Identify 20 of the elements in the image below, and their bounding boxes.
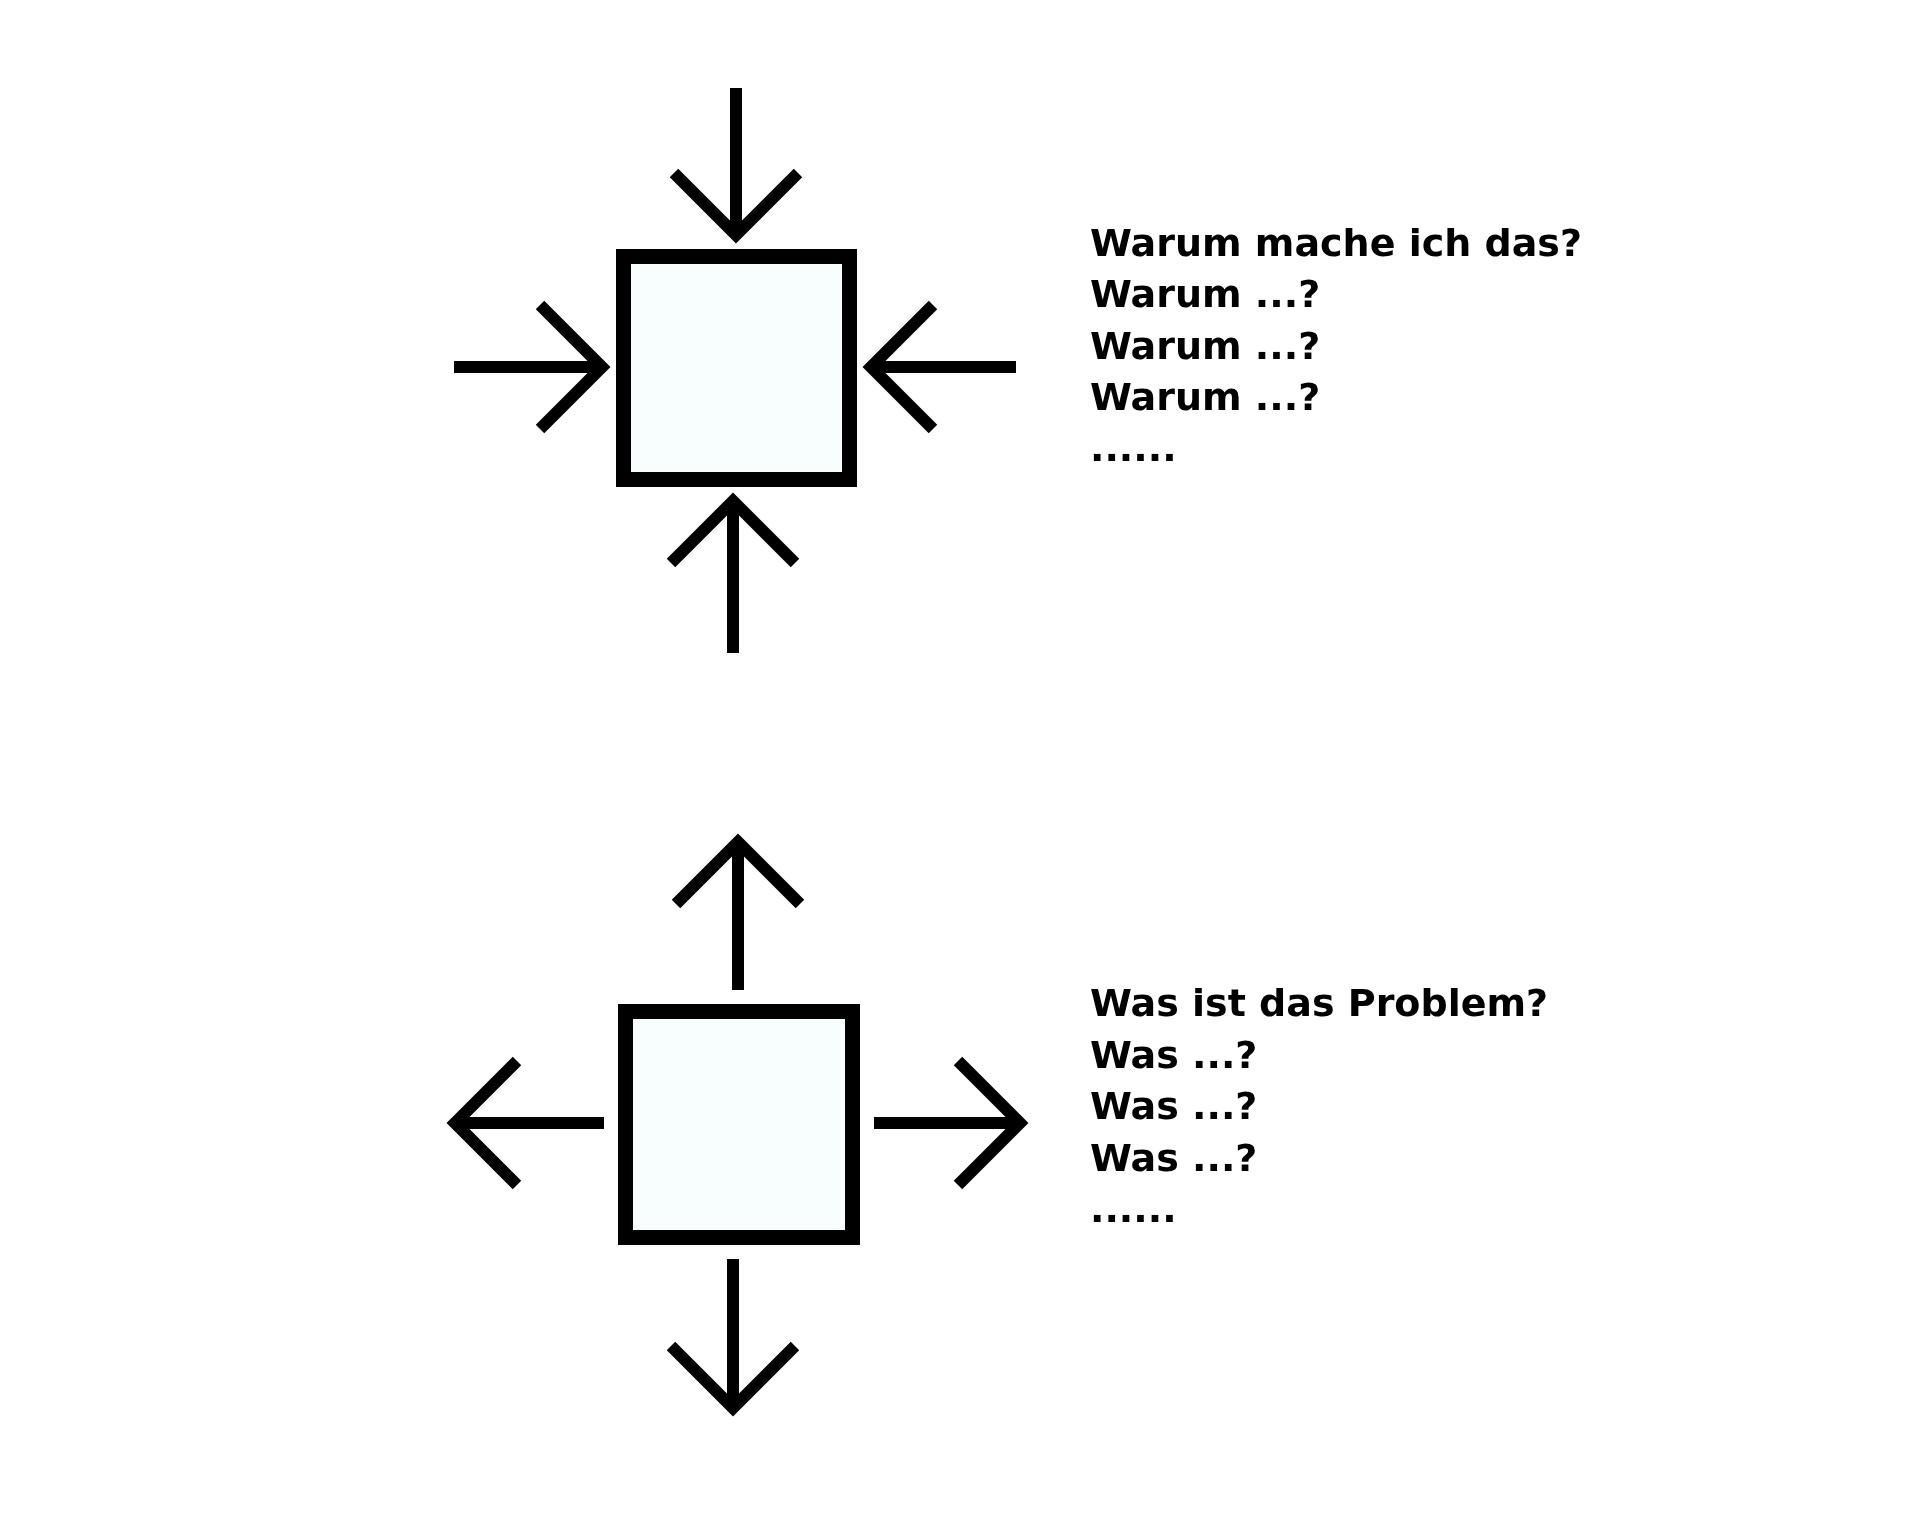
arrow: [454, 299, 608, 435]
arrow: [665, 1259, 801, 1414]
arrow: [865, 299, 1016, 435]
question-text: Warum mache ich das?: [1090, 220, 1582, 266]
question-text: Warum ...?: [1090, 374, 1321, 420]
question-text: Was ...?: [1090, 1083, 1258, 1129]
question-text: Warum ...?: [1090, 271, 1321, 317]
question-text: Was ...?: [1090, 1032, 1258, 1078]
question-text: Was ist das Problem?: [1090, 980, 1549, 1026]
arrow: [874, 1055, 1026, 1191]
question-text: ......: [1090, 1186, 1177, 1232]
square-box: [618, 1004, 860, 1245]
question-text: ......: [1090, 425, 1177, 471]
arrow: [665, 495, 801, 653]
question-text: Was ...?: [1090, 1135, 1258, 1181]
arrow: [449, 1055, 604, 1191]
question-text: Warum ...?: [1090, 323, 1321, 369]
square-box: [616, 249, 857, 487]
arrow: [668, 88, 804, 241]
arrow: [670, 836, 806, 990]
